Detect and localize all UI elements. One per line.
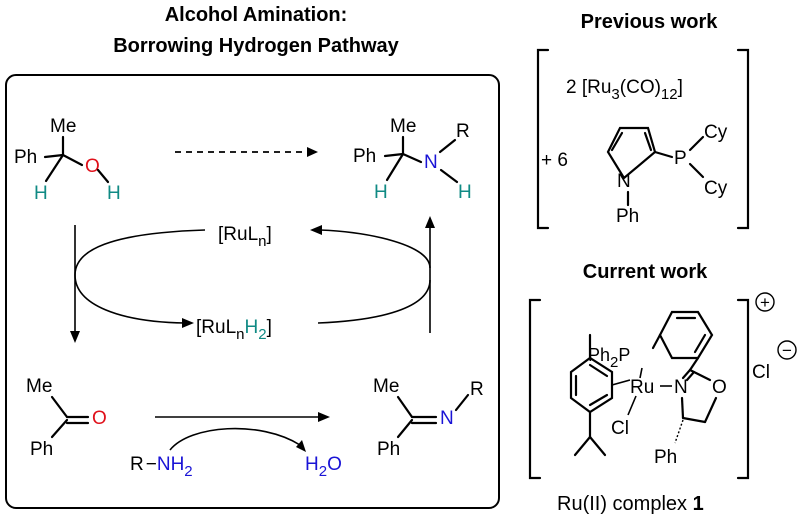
product-h1: H <box>374 182 388 203</box>
pyrrolylphosphine-ligand: N Ph P Cy Cy <box>606 122 728 227</box>
ru-label: Ru <box>630 377 654 398</box>
imine-n: N <box>440 408 454 429</box>
catalytic-cycle: [RuLn] [RuLnH2] <box>70 216 435 343</box>
anion-charge: − <box>777 340 797 360</box>
product-h2: H <box>458 182 472 203</box>
panel-title-line2: Borrowing Hydrogen Pathway <box>113 35 399 57</box>
oxazoline-o: O <box>712 377 727 398</box>
water: H2O <box>305 454 342 480</box>
imine-structure: Me N R Ph <box>373 376 484 460</box>
ru-complex-structure: Ph2P Ru N Cl O Ph <box>569 310 727 468</box>
catalyst-bottom: [RuLnH2] <box>196 317 272 343</box>
cation-charge: + <box>755 292 775 312</box>
ligand-n: N <box>617 171 631 192</box>
imine-me: Me <box>373 376 399 397</box>
imine-ph: Ph <box>377 439 400 460</box>
product-ph: Ph <box>353 146 376 167</box>
alcohol-ph: Ph <box>14 147 37 168</box>
ph2p-label: Ph2P <box>588 345 630 371</box>
svg-text:−: − <box>782 341 792 360</box>
cur-left-bracket <box>528 298 542 480</box>
previous-work-title: Previous work <box>581 11 719 33</box>
alcohol-o: O <box>85 156 100 177</box>
amine-product-structure: Me Ph N R H H <box>353 116 472 203</box>
ru-cl: Cl <box>611 418 629 439</box>
catalyst-top: [RuLn] <box>218 224 272 250</box>
ketone-me: Me <box>26 376 52 397</box>
stereocenter-ph: Ph <box>654 447 677 468</box>
ru3co12-formula: 2 [Ru3(CO)12] <box>566 77 683 103</box>
product-r: R <box>456 121 470 142</box>
prev-right-bracket <box>736 48 750 230</box>
alcohol-me: Me <box>50 116 76 137</box>
mechanism-box <box>5 74 500 509</box>
prev-left-bracket <box>536 48 550 230</box>
ligand-cy1: Cy <box>704 122 728 143</box>
product-me: Me <box>390 116 416 137</box>
product-n: N <box>424 152 438 173</box>
amine-reagent: R−NH2 <box>130 454 193 480</box>
ligand-cy2: Cy <box>704 178 728 199</box>
current-work-title: Current work <box>583 261 708 283</box>
ligand-p: P <box>674 148 687 169</box>
alcohol-structure: Me Ph O H H <box>14 116 121 204</box>
oxazoline-n: N <box>674 377 688 398</box>
panel-title-line1: Alcohol Amination: <box>165 4 348 26</box>
ligand-equiv: + 6 <box>541 150 568 171</box>
ketone-o: O <box>92 408 107 429</box>
counter-anion: Cl <box>752 362 770 383</box>
complex-caption: Ru(II) complex 1 <box>557 493 704 515</box>
cur-right-bracket <box>736 298 750 480</box>
alcohol-h1: H <box>34 183 48 204</box>
ligand-ph: Ph <box>616 206 639 227</box>
alcohol-h2: H <box>107 183 121 204</box>
ketone-ph: Ph <box>30 439 53 460</box>
ketone-structure: Me O Ph <box>26 376 107 460</box>
svg-text:+: + <box>760 293 770 312</box>
imine-r: R <box>470 379 484 400</box>
